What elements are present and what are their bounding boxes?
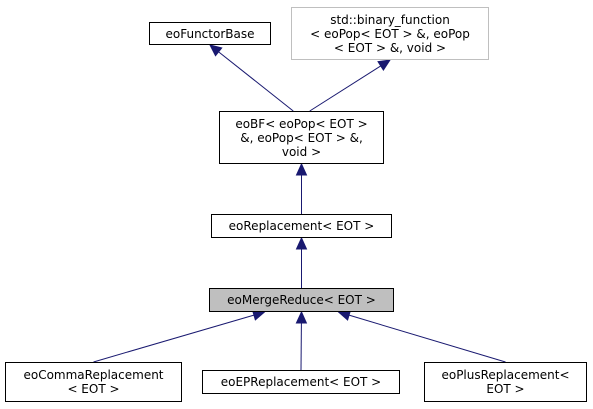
node-eo-plus-replacement[interactable]: eoPlusReplacement< EOT > [424, 362, 587, 402]
node-eo-replacement[interactable]: eoReplacement< EOT > [211, 214, 392, 238]
node-label-line: eoMergeReduce< EOT > [227, 293, 376, 307]
arrowhead-eoReplacement-to-eoBF [295, 162, 308, 176]
arrowhead-eoMergeReduce-to-eoReplacement [295, 236, 308, 250]
arrowhead-eoBF-to-std_binary_function [377, 59, 392, 72]
edge-eoPlusReplacement-to-eoMergeReduce [348, 314, 506, 363]
node-label-line: std::binary_function [330, 12, 450, 27]
arrowhead-eoEPReplacement-to-eoMergeReduce [295, 310, 308, 324]
node-std-binary-function[interactable]: std::binary_function < eoPop< EOT > &, e… [291, 7, 489, 60]
node-label-line: < EOT > [67, 382, 120, 396]
node-label-line: void > [281, 144, 322, 159]
node-label-line: eoFunctorBase [165, 26, 255, 41]
node-label-line: eoPlusReplacement< [441, 368, 570, 382]
node-eo-bf[interactable]: eoBF< eoPop< EOT > &, eoPop< EOT > &, vo… [219, 111, 384, 164]
node-label-line: eoReplacement< EOT > [228, 219, 375, 233]
node-eo-ep-replacement[interactable]: eoEPReplacement< EOT > [202, 370, 400, 394]
edge-eoBF-to-std_binary_function [309, 65, 381, 112]
node-label-line: &, eoPop< EOT > &, [240, 130, 363, 145]
node-eo-comma-replacement[interactable]: eoCommaReplacement < EOT > [5, 362, 182, 402]
edge-eoBF-to-eoFunctorBase [218, 51, 294, 112]
node-eo-functor-base[interactable]: eoFunctorBase [149, 22, 271, 45]
node-label-line: eoBF< eoPop< EOT > [235, 116, 368, 131]
node-label-line: EOT > [486, 382, 525, 396]
arrowhead-eoBF-to-eoFunctorBase [209, 44, 223, 57]
node-label-line: eoCommaReplacement [23, 368, 164, 382]
edge-eoCommaReplacement-to-eoMergeReduce [93, 314, 255, 363]
node-label-line: < eoPop< EOT > &, eoPop [310, 26, 470, 41]
node-eo-merge-reduce[interactable]: eoMergeReduce< EOT > [209, 288, 394, 312]
node-label-line: < EOT > &, void > [333, 40, 447, 55]
node-label-line: eoEPReplacement< EOT > [220, 375, 382, 389]
